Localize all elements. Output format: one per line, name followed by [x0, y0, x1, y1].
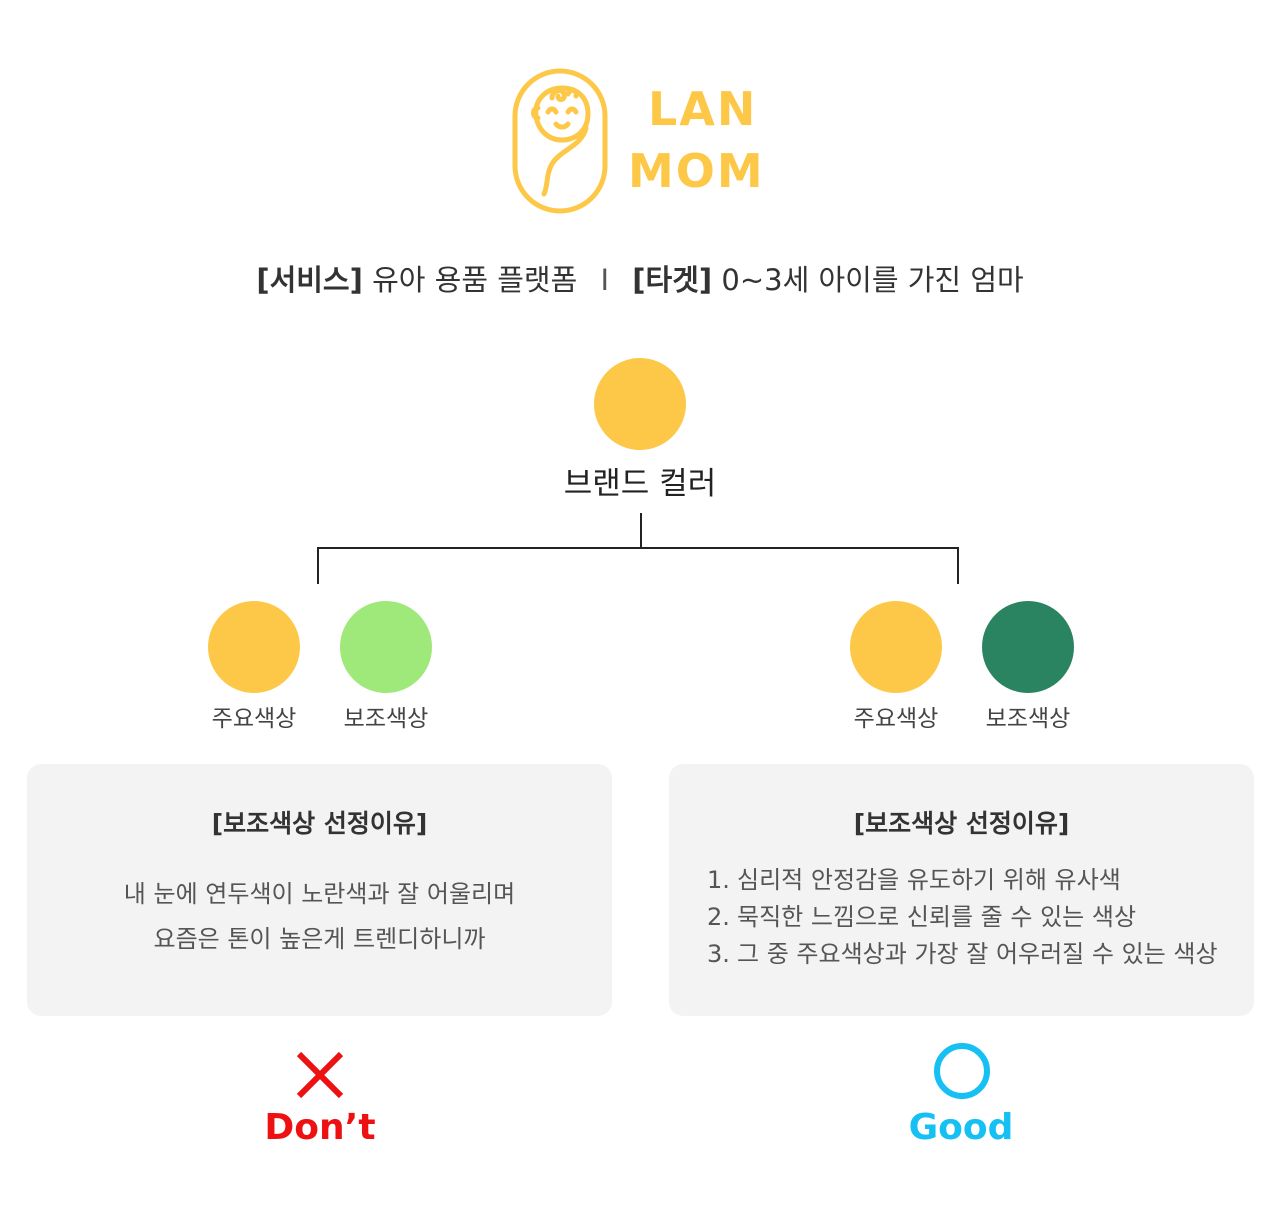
verdict-dont-label: Don’t	[264, 1107, 376, 1148]
target-tag: [타겟]	[632, 263, 713, 297]
service-text: 유아 용품 플랫폼	[372, 263, 578, 297]
logo-line-mom: MOM	[628, 144, 765, 198]
brand-color-swatch	[594, 358, 686, 450]
brand-color-label: 브랜드 컬러	[563, 466, 717, 502]
list-item: 2.묵직한 느낌으로 신뢰를 줄 수 있는 색상	[707, 903, 1137, 931]
list-item: 1.심리적 안정감을 유도하기 위해 유사색	[707, 866, 1121, 894]
option-1-reason-card: [보조색상 선정이유] 내 눈에 연두색이 노란색과 잘 어울리며 요즘은 톤이…	[27, 764, 612, 1016]
option-2-reason-list: 1.심리적 안정감을 유도하기 위해 유사색 2.묵직한 느낌으로 신뢰를 줄 …	[707, 862, 1218, 973]
option-1-reason-line-1: 내 눈에 연두색이 노란색과 잘 어울리며	[123, 880, 516, 908]
option-2-secondary-label: 보조색상	[985, 706, 1071, 732]
logo-wordmark: LAN MOM	[628, 80, 778, 200]
option-1-secondary-label: 보조색상	[343, 706, 429, 732]
option-2-primary-label: 주요색상	[853, 706, 939, 732]
option-1-primary-swatch	[208, 601, 300, 693]
baby-swaddle-icon	[512, 68, 608, 214]
option-1-secondary-swatch	[340, 601, 432, 693]
verdict-good-label: Good	[908, 1107, 1014, 1148]
target-text: 0~3세 아이를 가진 엄마	[721, 263, 1024, 297]
option-2-primary-swatch	[850, 601, 942, 693]
x-mark-icon	[296, 1051, 344, 1099]
logo-line-lan: LAN	[648, 82, 758, 136]
option-1-primary-label: 주요색상	[211, 706, 297, 732]
option-1-card-title: [보조색상 선정이유]	[211, 809, 428, 838]
list-item: 3.그 중 주요색상과 가장 잘 어우러질 수 있는 색상	[707, 940, 1218, 968]
option-1-reason-line-2: 요즘은 톤이 높은게 트렌디하니까	[153, 925, 486, 953]
service-target-line: [서비스] 유아 용품 플랫폼 I [타겟] 0~3세 아이를 가진 엄마	[0, 260, 1280, 300]
option-2-reason-card: [보조색상 선정이유] 1.심리적 안정감을 유도하기 위해 유사색 2.묵직한…	[669, 764, 1254, 1016]
separator: I	[600, 263, 610, 297]
option-2-card-title: [보조색상 선정이유]	[853, 809, 1070, 838]
service-tag: [서비스]	[256, 263, 363, 297]
option-2-secondary-swatch	[982, 601, 1074, 693]
o-circle-icon	[934, 1043, 990, 1099]
